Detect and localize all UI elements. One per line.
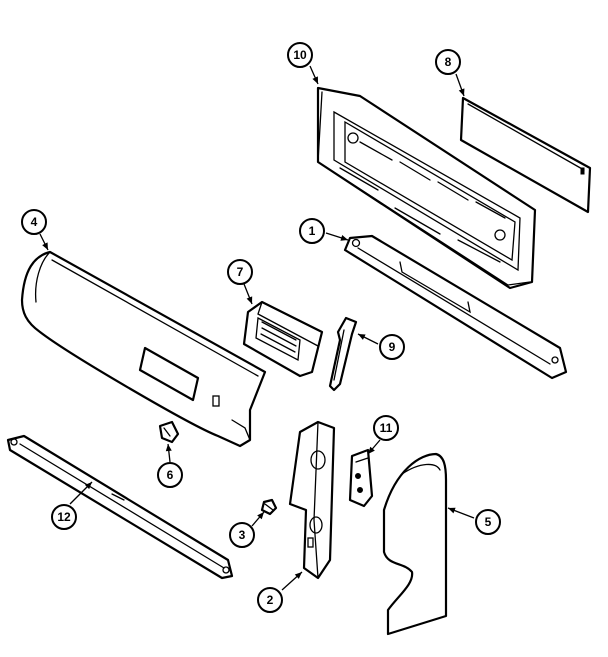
callout-arrowhead xyxy=(448,507,456,514)
bracket-part-1 xyxy=(343,234,568,380)
callout-circle xyxy=(373,415,399,441)
callout-label: 3 xyxy=(239,528,246,542)
callout-arrowhead xyxy=(340,235,348,241)
callout-circle xyxy=(257,587,283,613)
callout-label: 11 xyxy=(380,421,393,435)
callout-4: 4 xyxy=(21,209,49,251)
callout-6: 6 xyxy=(157,443,183,488)
callout-1: 1 xyxy=(299,218,349,244)
callout-arrowhead xyxy=(42,242,48,250)
callout-layer: 10 8 1 4 7 9 6 11 12 3 5 2 xyxy=(21,42,501,613)
callout-10: 10 xyxy=(287,42,319,85)
callout-circle xyxy=(299,218,325,244)
callout-arrowhead xyxy=(84,482,92,490)
small-bracket-part-11 xyxy=(348,448,374,508)
callout-label: 5 xyxy=(485,515,492,529)
callout-circle xyxy=(287,42,313,68)
callout-circle xyxy=(229,522,255,548)
callout-circle xyxy=(475,509,501,535)
callout-label: 9 xyxy=(389,340,396,354)
callout-label: 2 xyxy=(267,593,274,607)
callout-arrowhead xyxy=(312,76,318,84)
screw-part-3 xyxy=(260,498,278,516)
callout-12: 12 xyxy=(51,481,93,530)
callout-3: 3 xyxy=(229,511,265,548)
trim-strip-part-12 xyxy=(6,434,234,580)
callout-arrowhead xyxy=(246,296,253,304)
callout-2: 2 xyxy=(257,571,303,613)
callout-label: 8 xyxy=(445,55,452,69)
callout-label: 10 xyxy=(293,48,307,62)
callout-circle xyxy=(435,49,461,75)
callout-label: 6 xyxy=(167,468,174,482)
callout-arrowhead xyxy=(294,572,302,579)
timer-module-part-7 xyxy=(242,300,324,378)
callout-5: 5 xyxy=(447,507,501,535)
callout-label: 12 xyxy=(57,510,71,524)
callout-circle xyxy=(157,462,183,488)
callout-arrowhead xyxy=(358,334,366,340)
side-bracket-part-2 xyxy=(288,420,336,580)
side-trim-part-5 xyxy=(382,452,448,636)
callout-arrowhead xyxy=(165,444,172,452)
callout-11: 11 xyxy=(367,415,399,455)
callout-circle xyxy=(227,259,253,285)
insulation-part-8 xyxy=(459,96,592,214)
callout-arrowhead xyxy=(368,446,375,454)
wire-clip-part-9 xyxy=(328,316,358,392)
callout-circle xyxy=(51,504,77,530)
callout-7: 7 xyxy=(227,259,253,305)
rear-panel-part-10 xyxy=(316,86,537,290)
callout-label: 1 xyxy=(309,224,316,238)
callout-arrowhead xyxy=(257,512,264,520)
callout-label: 7 xyxy=(237,265,244,279)
callout-9: 9 xyxy=(357,333,405,360)
callout-circle xyxy=(379,334,405,360)
callout-8: 8 xyxy=(435,49,465,97)
callout-label: 4 xyxy=(31,215,38,229)
callout-circle xyxy=(21,209,47,235)
switch-part-6 xyxy=(158,420,180,444)
callout-arrowhead xyxy=(458,88,465,96)
control-panel-part-4 xyxy=(20,250,267,448)
